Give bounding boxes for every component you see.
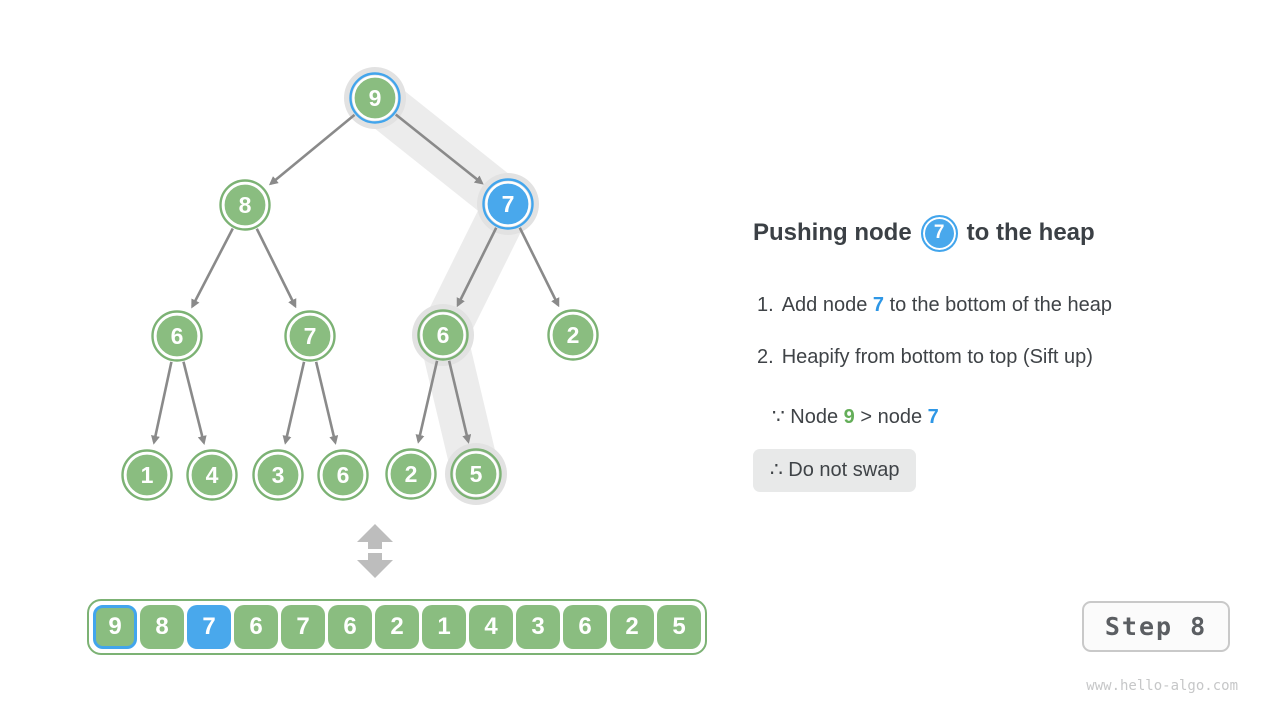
inline-node-7-icon: 7 — [920, 214, 958, 252]
step-line: 2. Heapify from bottom to top (Sift up) — [757, 343, 1112, 371]
array-cell: 6 — [563, 605, 607, 649]
tree-node-7: 7 — [482, 178, 534, 230]
tree-node-1: 1 — [121, 449, 173, 501]
tree-node-value: 2 — [567, 322, 580, 348]
array-cell: 6 — [328, 605, 372, 649]
step-number: 2. — [757, 346, 774, 368]
array-cell: 4 — [469, 605, 513, 649]
array-cell: 6 — [234, 605, 278, 649]
tree-node-4: 4 — [186, 449, 238, 501]
tree-edge — [151, 361, 173, 445]
tree-edge — [314, 361, 339, 445]
tree-edge — [518, 227, 560, 308]
tree-node-value: 5 — [470, 461, 483, 487]
tree-node-value: 6 — [437, 322, 450, 348]
text-segment: to the bottom of the heap — [884, 294, 1112, 316]
because-line: ∵ Node 9 > node 7 — [772, 404, 939, 431]
tree-node-value: 4 — [206, 462, 219, 488]
panel-title-after: to the heap — [966, 219, 1095, 246]
array-cell: 2 — [610, 605, 654, 649]
tree-edge — [268, 113, 356, 186]
tree-edge — [191, 227, 234, 309]
tree-node-value: 3 — [272, 462, 285, 488]
tree-node-3: 3 — [252, 449, 304, 501]
panel-title: Pushing node 7 to the heap — [753, 211, 1095, 255]
tree-edge — [456, 227, 498, 308]
array-cell: 3 — [516, 605, 560, 649]
array-cell: 8 — [140, 605, 184, 649]
array-cell: 5 — [657, 605, 701, 649]
node-value-text: 7 — [872, 294, 885, 316]
array-cell: 1 — [422, 605, 466, 649]
node-value-text: 7 — [927, 406, 939, 428]
array-cell: 7 — [187, 605, 231, 649]
array-cell: 2 — [375, 605, 419, 649]
text-segment: ∴ Do not swap — [770, 459, 900, 481]
tree-node-2: 2 — [547, 309, 599, 361]
text-segment: ∵ Node — [772, 406, 844, 428]
tree-node-value: 8 — [239, 192, 252, 218]
tree-node-9: 9 — [349, 72, 401, 124]
text-segment: Add node — [781, 294, 873, 316]
tree-array-swap-icon — [357, 524, 393, 578]
tree-node-6: 6 — [417, 309, 469, 361]
tree-edge — [394, 113, 484, 185]
tree-node-6: 6 — [317, 449, 369, 501]
tree-node-value: 6 — [337, 462, 350, 488]
tree-node-7: 7 — [284, 310, 336, 362]
sift-up-path-band — [351, 74, 532, 498]
text-segment: > node — [854, 406, 928, 428]
tree-node-2: 2 — [385, 448, 437, 500]
tree-edge — [415, 360, 439, 444]
do-not-swap-box: ∴ Do not swap — [753, 449, 917, 492]
tree-node-8: 8 — [219, 179, 271, 231]
step-text: Heapify from bottom to top (Sift up) — [782, 343, 1093, 371]
text-segment: Heapify from bottom to top (Sift up) — [781, 346, 1093, 368]
tree-node-value: 6 — [171, 323, 184, 349]
tree-node-value: 7 — [502, 191, 515, 217]
step-indicator-label: Step 8 — [1104, 612, 1208, 641]
tree-node-value: 9 — [369, 85, 382, 111]
step-indicator: Step 8 — [1082, 601, 1230, 652]
array-cell: 9 — [93, 605, 137, 649]
tree-node-value: 2 — [405, 461, 418, 487]
tree-edge — [447, 360, 472, 444]
tree-edge — [182, 361, 207, 445]
watermark: www.hello-algo.com — [1086, 678, 1238, 694]
tree-node-value: 1 — [141, 462, 154, 488]
heap-tree-svg: 9 8 7 6 7 6 2 1 4 3 6 2 5 — [121, 67, 599, 578]
step-list: 1. Add node 7 to the bottom of the heap 2.… — [757, 291, 1112, 395]
node-value-text: 9 — [843, 406, 855, 428]
tree-node-5: 5 — [450, 448, 502, 500]
step-number: 1. — [757, 294, 774, 316]
step-line: 1. Add node 7 to the bottom of the heap — [757, 291, 1112, 319]
tree-edge — [255, 228, 297, 309]
tree-node-value: 7 — [304, 323, 317, 349]
tree-edge — [282, 361, 306, 445]
step-text: Add node 7 to the bottom of the heap — [782, 291, 1112, 319]
array-cell: 7 — [281, 605, 325, 649]
panel-title-before: Pushing node — [753, 219, 912, 246]
tree-node-6: 6 — [151, 310, 203, 362]
